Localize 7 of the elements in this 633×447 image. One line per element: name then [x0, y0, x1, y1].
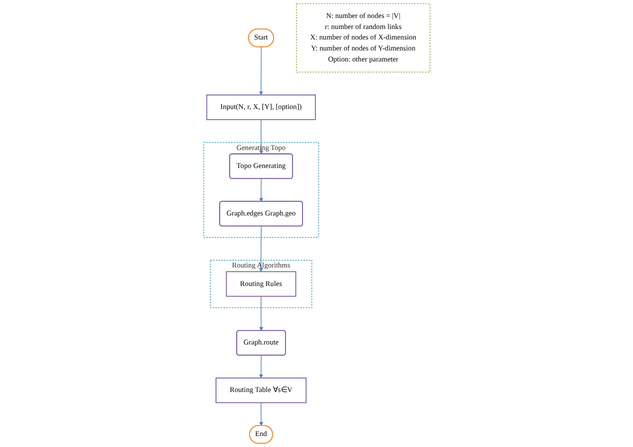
- arrow: [258, 402, 263, 426]
- arrow: [258, 119, 263, 154]
- arrow: [258, 178, 263, 202]
- arrow: [258, 296, 263, 331]
- arrow: [258, 46, 263, 96]
- arrow: [258, 226, 263, 272]
- arrow: [258, 355, 263, 378]
